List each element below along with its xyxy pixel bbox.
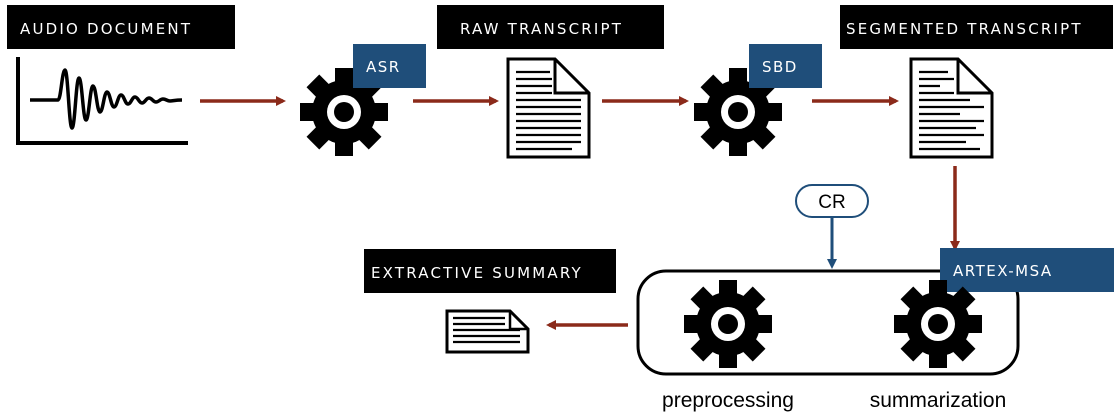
artex-msa-label: ARTEX-MSA bbox=[940, 248, 1114, 292]
svg-text:ASR: ASR bbox=[366, 58, 401, 76]
asr-label: ASR bbox=[353, 44, 426, 88]
preprocessing-gear-icon bbox=[684, 280, 772, 368]
asr-gear-icon bbox=[300, 68, 388, 156]
preprocessing-label: preprocessing bbox=[662, 389, 794, 412]
svg-text:AUDIO DOCUMENT: AUDIO DOCUMENT bbox=[20, 20, 192, 38]
svg-text:RAW TRANSCRIPT: RAW TRANSCRIPT bbox=[460, 20, 623, 38]
svg-text:ARTEX-MSA: ARTEX-MSA bbox=[953, 262, 1053, 280]
summarization-gear-icon bbox=[894, 280, 982, 368]
audio-document-label: AUDIO DOCUMENT bbox=[7, 5, 235, 49]
svg-text:SBD: SBD bbox=[762, 58, 798, 76]
extractive-summary-document-icon bbox=[445, 309, 530, 354]
sbd-label: SBD bbox=[749, 44, 822, 88]
audio-waveform-icon bbox=[16, 57, 188, 145]
raw-transcript-document-icon bbox=[506, 57, 591, 159]
extractive-summary-label: EXTRACTIVE SUMMARY bbox=[364, 249, 616, 293]
svg-text:EXTRACTIVE SUMMARY: EXTRACTIVE SUMMARY bbox=[371, 264, 583, 282]
summarization-label: summarization bbox=[870, 389, 1007, 412]
raw-transcript-label: RAW TRANSCRIPT bbox=[437, 5, 664, 49]
segmented-transcript-label: SEGMENTED TRANSCRIPT bbox=[840, 5, 1113, 49]
segmented-transcript-document-icon bbox=[909, 57, 994, 159]
cr-label: CR bbox=[795, 184, 869, 218]
svg-text:CR: CR bbox=[818, 192, 845, 213]
svg-text:SEGMENTED TRANSCRIPT: SEGMENTED TRANSCRIPT bbox=[846, 20, 1083, 38]
